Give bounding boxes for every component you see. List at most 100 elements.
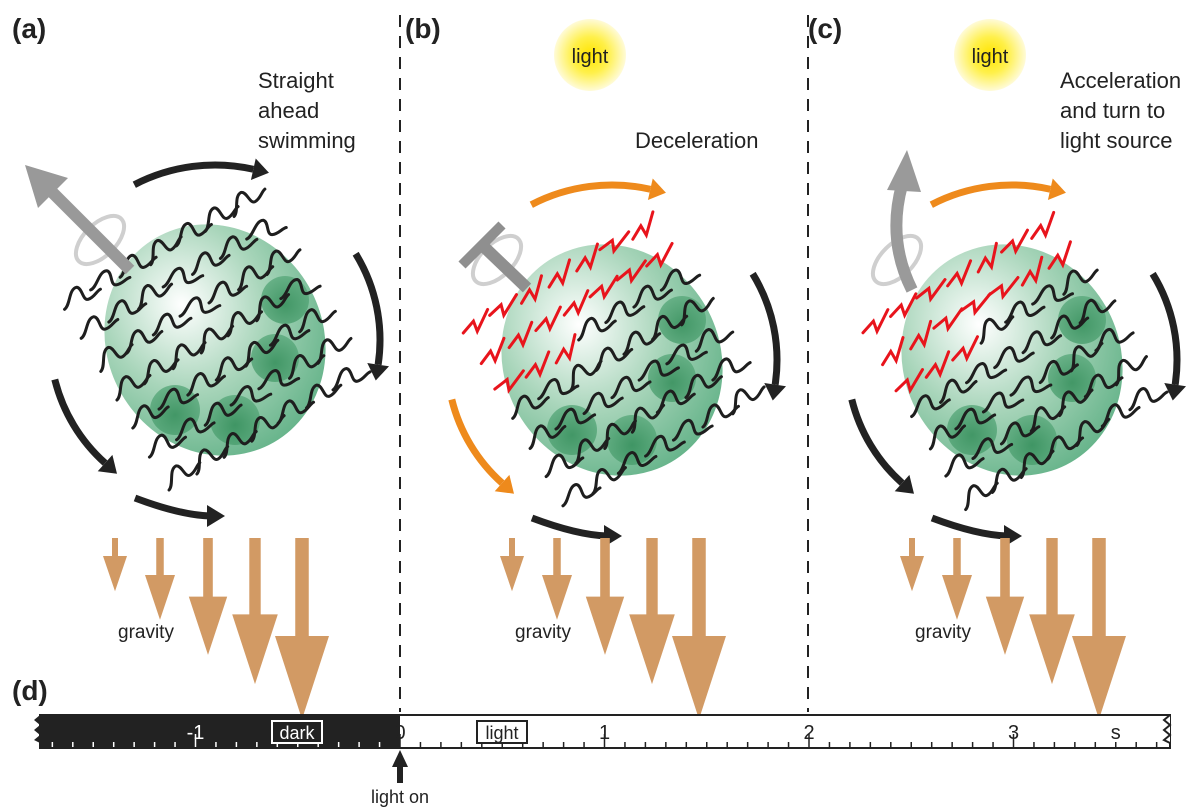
gravity-arrow-head	[275, 636, 329, 720]
panel-label: (b)	[405, 13, 441, 44]
cilium	[928, 424, 967, 451]
rotation-arrow-top-head	[250, 158, 269, 180]
axis-stopped	[477, 240, 532, 293]
rotation-arrow-right-head	[1164, 383, 1187, 401]
cilium	[971, 437, 1014, 460]
swimming-axis-head	[25, 165, 68, 208]
panel-caption: swimming	[258, 128, 356, 153]
gravity-arrow-head	[672, 636, 726, 720]
gravity-arrow	[646, 538, 658, 617]
cilium	[245, 218, 288, 241]
panels: (a)Straightaheadswimminggravity(b)Decele…	[12, 13, 1187, 720]
cilium	[203, 401, 243, 427]
cilium	[1062, 268, 1099, 296]
cilium	[655, 389, 696, 414]
gravity-arrow-head	[900, 556, 924, 592]
cilium	[680, 296, 715, 327]
volvox-sphere	[901, 244, 1123, 476]
gravity-arrow-head	[1072, 636, 1126, 720]
gravity-label: gravity	[515, 622, 571, 643]
cilium	[232, 187, 267, 219]
cilium-light-affected	[524, 350, 551, 379]
cilium	[1114, 355, 1148, 387]
cilium	[1094, 327, 1135, 353]
tick-label: 0	[394, 722, 405, 744]
gravity-arrow	[1000, 538, 1010, 599]
cilium	[684, 373, 723, 400]
cilium-light-affected	[588, 274, 619, 301]
cilium	[265, 248, 302, 277]
cilium-light-affected	[645, 241, 674, 269]
light-source-icon	[554, 19, 626, 91]
swimming-axis	[45, 185, 135, 275]
cilium	[222, 430, 258, 459]
timeline-dark-segment	[40, 715, 400, 748]
gravity-label: gravity	[118, 622, 174, 643]
gravity-arrow-head	[942, 575, 972, 620]
gravity-label: gravity	[915, 622, 971, 643]
light-label-box	[476, 720, 528, 744]
gravity-arrow	[249, 538, 261, 617]
rotation-arrow-top	[529, 181, 652, 208]
cilium	[186, 371, 226, 397]
daughter-colony	[1048, 354, 1096, 402]
cilium-light-affected	[520, 274, 543, 305]
gravity-arrow-head	[232, 614, 278, 685]
rotation-arrow-bottom	[530, 514, 608, 540]
tick-label: 2	[803, 722, 814, 744]
panel-caption: light source	[1060, 128, 1173, 153]
cilium	[644, 434, 686, 458]
cilium	[910, 394, 951, 419]
cilium	[229, 385, 273, 407]
cilium-light-affected	[488, 293, 518, 319]
cilium	[1021, 330, 1063, 355]
cilium	[694, 327, 735, 353]
cilium	[1078, 298, 1117, 325]
cilium-light-affected	[479, 336, 506, 366]
cilium	[582, 391, 624, 416]
cilium-light-affected	[493, 369, 525, 394]
light-source-icon	[954, 19, 1026, 91]
rotation-arrow-top-head	[1047, 178, 1066, 200]
cilium-light-affected	[554, 333, 577, 365]
light-on-arrow-shaft	[397, 765, 403, 783]
cilium	[268, 323, 311, 347]
cilium	[574, 436, 611, 465]
cilium-light-affected	[1030, 210, 1056, 240]
panel-label: (c)	[808, 13, 842, 44]
gravity-arrow	[1046, 538, 1058, 617]
cilium	[226, 310, 264, 338]
cilium	[1050, 314, 1090, 340]
panel-caption: Deceleration	[635, 128, 759, 153]
cilium	[665, 343, 708, 366]
cilium	[577, 316, 617, 342]
rotation-arrow-right-head	[764, 383, 787, 401]
gravity-arrow	[509, 538, 515, 558]
cilium	[161, 266, 205, 289]
panel-label: (a)	[12, 13, 46, 44]
tick-label: 1	[599, 722, 610, 744]
gravity-arrow	[600, 538, 610, 599]
cilium	[731, 385, 766, 416]
light-label: light	[485, 723, 518, 743]
axis-turning-head	[887, 150, 921, 192]
rotation-arrow-right	[352, 251, 384, 366]
daughter-colony	[150, 385, 200, 435]
cilium-light-affected	[615, 259, 647, 285]
light-source-label: light	[572, 46, 609, 68]
gravity-arrow	[953, 538, 961, 577]
cilium-light-affected	[894, 368, 925, 395]
cilium	[255, 293, 291, 323]
gravity-arrow	[909, 538, 915, 558]
cilium-light-affected	[1047, 240, 1072, 270]
cilium-light-affected	[861, 308, 890, 336]
cilium	[167, 461, 202, 492]
volvox-sphere	[104, 224, 326, 456]
panel-caption: Straight	[258, 68, 334, 93]
cilium	[195, 445, 230, 476]
cilium	[981, 391, 1025, 414]
cilium	[591, 466, 627, 495]
